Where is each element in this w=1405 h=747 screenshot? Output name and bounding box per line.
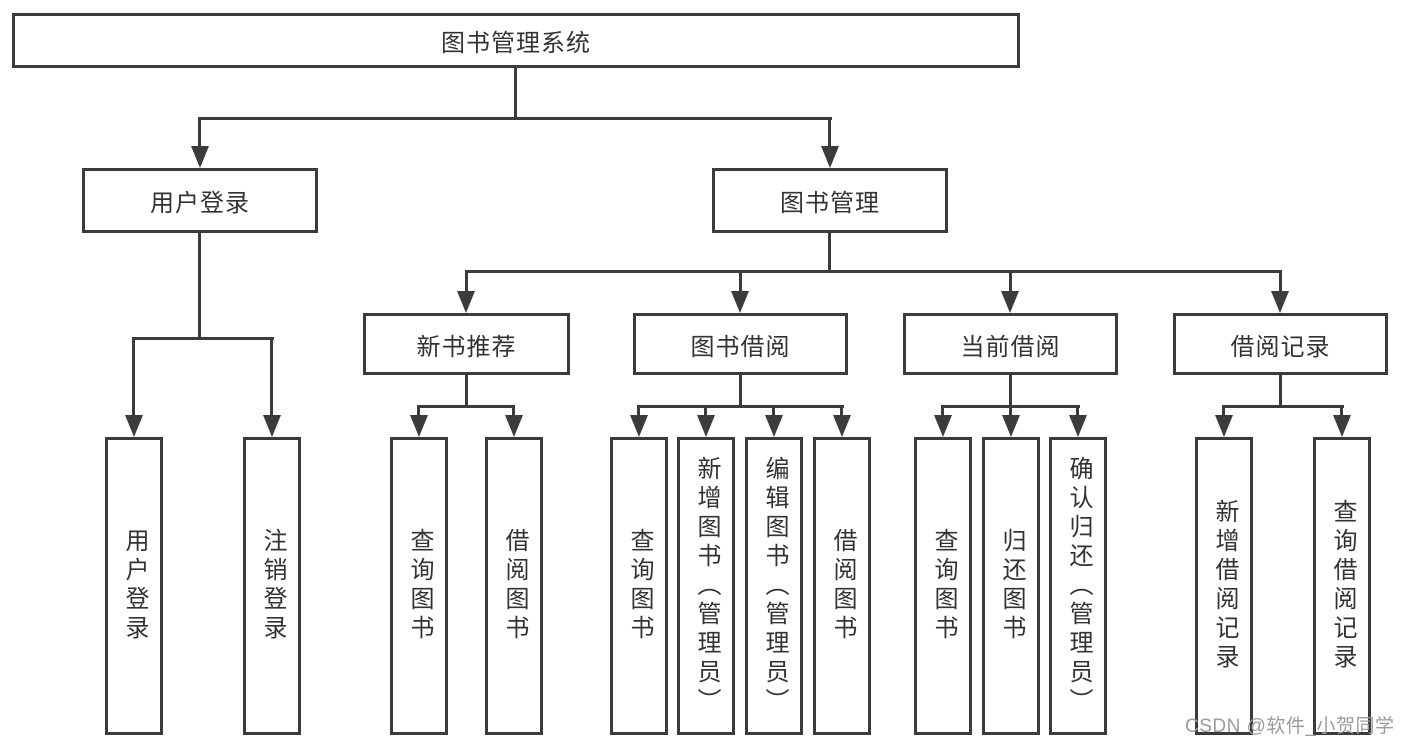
arrowhead-icon [410,415,428,437]
connector-drop [1279,270,1282,291]
leaf-query-books-current: 查询图书 [914,437,972,735]
node-root-library-system: 图书管理系统 [12,13,1020,68]
connector-drop [270,337,273,415]
connector-drop [512,405,515,415]
arrowhead-icon [1002,415,1020,437]
arrowhead-icon [833,415,851,437]
connector-drop [828,117,831,146]
connector-drop [1009,405,1012,415]
arrowhead-icon [697,415,715,437]
connector-drop [772,405,775,415]
connector-drop [1076,405,1079,415]
connector-drop [417,405,420,415]
arrowhead-icon [1001,291,1019,313]
arrowhead-icon [125,415,143,437]
connector-drop [198,117,201,146]
arrowhead-icon [263,415,281,437]
connector-branch [1222,405,1344,408]
node-borrow-records: 借阅记录 [1173,313,1388,375]
arrowhead-icon [1333,415,1351,437]
leaf-query-borrow-record: 查询借阅记录 [1313,437,1371,735]
leaf-add-books-admin: 新增图书（管理员） [677,437,735,735]
leaf-query-books-recommend: 查询图书 [390,437,448,735]
connector-root-stem [514,68,517,120]
arrowhead-icon [1215,415,1233,437]
connector-stem [739,375,742,408]
leaf-logout: 注销登录 [243,437,301,735]
connector-branch [417,405,515,408]
node-user-login: 用户登录 [82,168,318,233]
connector-book-mgmt-stem [828,233,831,273]
csdn-watermark: CSDN @软件_小贺同学 [1185,716,1395,737]
arrowhead-icon [457,291,475,313]
connector-drop [704,405,707,415]
connector-drop [465,270,468,291]
connector-drop [1009,270,1012,291]
leaf-query-books-borrow: 查询图书 [610,437,668,735]
connector-drop [739,270,742,291]
arrowhead-icon [934,415,952,437]
connector-book-mgmt-branch [465,270,1282,273]
connector-user-login-branch [132,337,274,340]
connector-drop [132,337,135,415]
node-current-borrow: 当前借阅 [903,313,1118,375]
leaf-borrow-books: 借阅图书 [813,437,871,735]
node-book-borrow: 图书借阅 [633,313,848,375]
connector-stem [1279,375,1282,408]
leaf-edit-books-admin: 编辑图书（管理员） [745,437,803,735]
arrowhead-icon [505,415,523,437]
connector-drop [1222,405,1225,415]
connector-root-branch [198,117,832,120]
leaf-return-books: 归还图书 [982,437,1040,735]
connector-drop [1340,405,1343,415]
node-new-book-recommend: 新书推荐 [363,313,570,375]
connector-branch [637,405,844,408]
arrowhead-icon [765,415,783,437]
leaf-confirm-return-admin: 确认归还（管理员） [1049,437,1107,735]
leaf-borrow-books-recommend: 借阅图书 [485,437,543,735]
arrowhead-icon [731,291,749,313]
connector-stem [1009,375,1012,408]
leaf-add-borrow-record: 新增借阅记录 [1195,437,1253,735]
connector-drop [840,405,843,415]
connector-drop [637,405,640,415]
arrowhead-icon [1271,291,1289,313]
leaf-user-login: 用户登录 [105,437,163,735]
arrowhead-icon [630,415,648,437]
connector-stem [465,375,468,408]
node-book-management: 图书管理 [712,168,948,233]
arrowhead-icon [191,146,209,168]
connector-drop [941,405,944,415]
arrowhead-icon [1069,415,1087,437]
connector-user-login-stem [198,233,201,340]
arrowhead-icon [821,146,839,168]
